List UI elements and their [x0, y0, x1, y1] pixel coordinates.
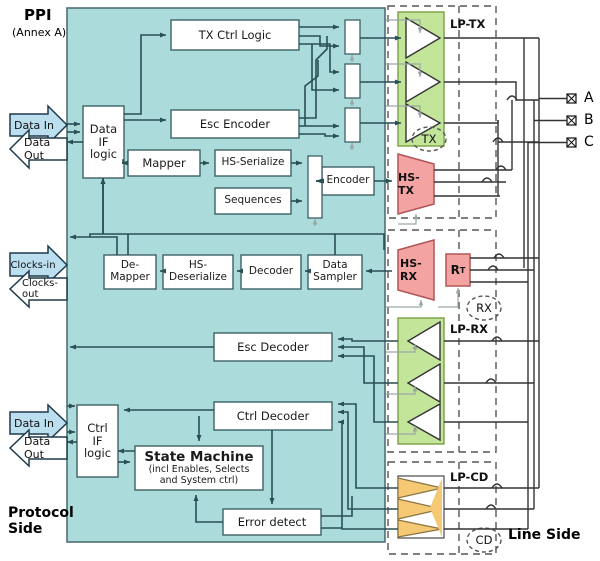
lp-tx-enable-3 [386, 105, 423, 119]
line-lane-c2 [497, 120, 539, 143]
wire-top-rail-left [89, 233, 335, 237]
hop-9 [491, 483, 503, 489]
hs-tx-enable [398, 213, 419, 225]
lp-rx-enable-1 [386, 343, 418, 353]
block-de-mapper [103, 254, 157, 290]
wire-dataif-top-tx [124, 32, 167, 115]
label-hs-tx: HS-TX [398, 171, 420, 197]
block-data-if-logic [82, 105, 125, 179]
hs-rx-block [397, 239, 435, 301]
block-decoder [240, 254, 302, 290]
block-encoder [321, 166, 375, 196]
label-tx-bubble: TX [421, 132, 437, 146]
label-lp-tx: LP-TX [450, 17, 486, 31]
wire-esc-to-mux3b [299, 133, 340, 139]
cd-bubble [466, 527, 502, 553]
hs-tx-block [397, 153, 435, 215]
hop-8 [485, 378, 497, 384]
cd-group-dashed [387, 461, 497, 555]
mux-bar-hs [307, 155, 323, 219]
block-state-machine [134, 445, 264, 491]
wire-err-to-sm [193, 494, 223, 523]
block-hs-deserialize [162, 254, 234, 290]
label-lp-cd: LP-CD [450, 470, 489, 484]
io-arrow-data-out-top [8, 128, 68, 170]
io-arrow-data-out-bot [8, 428, 68, 468]
wire-esc-to-mux1 [299, 36, 328, 119]
io-arrow-clocks-out [8, 269, 68, 309]
wire-sampler-top-feedback [334, 233, 385, 255]
pin-a-label: A [584, 90, 594, 106]
hop-5 [493, 253, 505, 259]
block-ctrl-if-logic [76, 404, 119, 478]
lp-rx-receiver-2 [406, 362, 441, 404]
tx-bubble [411, 126, 447, 152]
io-arrow-data-in-bot [9, 403, 69, 443]
hop-2 [492, 137, 504, 143]
block-esc-encoder [170, 109, 300, 139]
wire-lprx2-to-escdec [337, 344, 398, 384]
wire-lpcd1-to-ctrldec [337, 401, 398, 489]
line-lane-c [444, 120, 499, 124]
label-cd-bubble: CD [475, 533, 493, 547]
block-data-sampler [307, 254, 363, 290]
pin-c-label: C [584, 134, 594, 150]
lp-tx-driver-2 [405, 60, 442, 104]
lp-rx-enable-2 [386, 385, 418, 395]
rt-termination [445, 253, 471, 287]
label-hs-rx: HS-RX [400, 257, 422, 283]
wire-lpcd3-to-ctrldec [337, 419, 398, 530]
label-lp-rx: LP-RX [450, 322, 489, 336]
wire-lprx1-to-escdec [337, 336, 398, 342]
rx-bubble [466, 295, 502, 321]
lp-rx-enable-3 [386, 425, 418, 435]
hop-3 [495, 165, 507, 171]
lp-rx-receiver-1 [406, 320, 441, 362]
label-rx-bubble: RX [476, 301, 492, 315]
lp-tx-driver-1 [405, 16, 442, 60]
wire-esc-branch-mid [304, 60, 319, 126]
block-sequences [214, 187, 292, 215]
wire-txctrl-to-mux2 [299, 43, 340, 75]
block-ctrl-decoder [213, 401, 333, 431]
pin-terminals [528, 93, 577, 148]
wire-txctrl-to-mux2b [311, 44, 340, 93]
lp-tx-enable-2 [386, 63, 423, 78]
rt-sub: T [459, 265, 466, 275]
line-lane-b [444, 81, 539, 101]
ppi-title: PPI [24, 6, 52, 24]
hop-1 [506, 95, 518, 101]
wire-lpcd2-to-ctrldec [337, 409, 398, 510]
annex-subtitle: (Annex A) [12, 26, 67, 39]
hop-10 [485, 504, 497, 510]
pin-b-label: B [584, 112, 594, 128]
wire-lprx3-to-escdec [337, 353, 398, 423]
mux-bar-2 [344, 63, 361, 99]
rt-main: R [450, 263, 460, 277]
wire-demapper-up [69, 234, 118, 255]
mux-bar-3 [344, 107, 361, 143]
tx-group-dashed [387, 5, 497, 219]
block-esc-decoder [213, 332, 333, 362]
hs-rx-enable [386, 299, 424, 308]
wire-err-out1 [321, 496, 353, 517]
io-arrow-clocks-in [9, 244, 69, 285]
lp-tx-enable-1 [386, 19, 423, 34]
block-error-detect [222, 508, 322, 536]
block-hs-serialize [214, 149, 292, 177]
hop-7 [491, 336, 503, 342]
hop-6 [487, 265, 499, 271]
mux-bar-1 [344, 19, 361, 55]
lp-rx-receiver-3 [406, 402, 441, 442]
block-mapper [127, 149, 201, 177]
rt-enable [438, 287, 461, 308]
lp-cd-fill-right [430, 478, 442, 537]
hop-4 [481, 177, 493, 183]
block-tx-ctrl-logic [170, 19, 300, 51]
